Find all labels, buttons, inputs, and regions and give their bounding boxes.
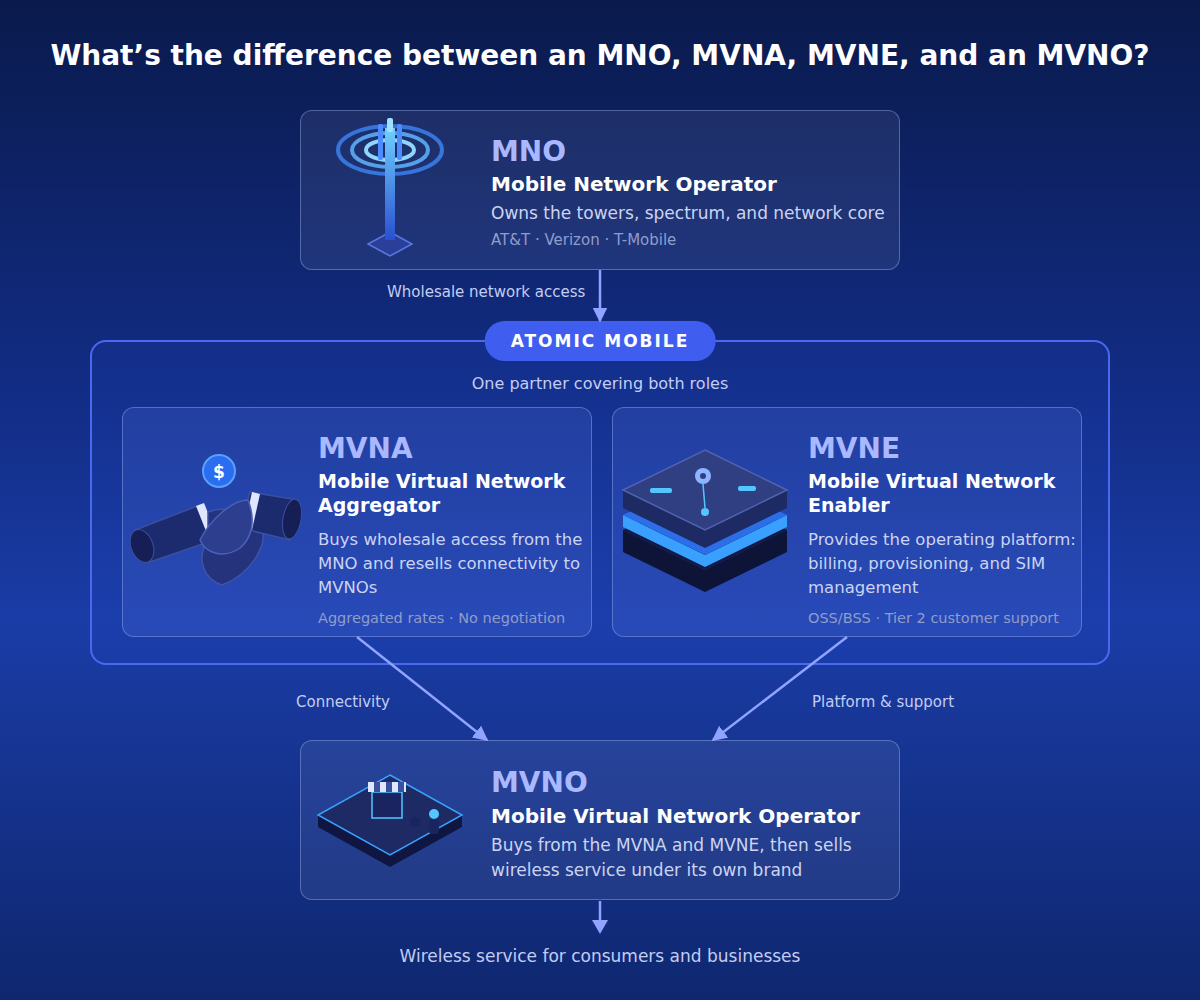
text-column: MVNO Mobile Virtual Network OperatorBuys … — [491, 766, 891, 883]
chip-top — [623, 450, 787, 530]
text-column: MVNEMobile Virtual Network EnablerProvid… — [808, 432, 1076, 629]
platform-chip-illustration — [623, 450, 787, 592]
node-note: Aggregated rates · No negotiation — [318, 607, 586, 629]
node-description: Buys wholesale access from the MNO and r… — [318, 528, 586, 600]
flow-arrow — [713, 637, 847, 740]
flow-arrow — [599, 270, 602, 321]
node-abbreviation: ATOMIC MOBILE — [485, 321, 716, 361]
person — [410, 817, 420, 827]
text-column: MVNAMobile Virtual Network AggregatorBuy… — [318, 432, 586, 629]
chip-node — [701, 508, 709, 516]
connector-label: Platform & support — [812, 693, 954, 711]
text-column: MNOMobile Network OperatorOwns the tower… — [491, 135, 931, 251]
tower-mast — [385, 128, 395, 240]
node-description: Buys from the MVNA and MVNE, then sells … — [491, 833, 891, 883]
antenna — [387, 118, 393, 132]
chip-trace — [650, 488, 672, 493]
arrow-line — [599, 901, 602, 922]
node-abbreviation: MVNO — [491, 766, 891, 800]
node-title: Mobile Virtual Network Aggregator — [318, 469, 586, 517]
coin — [203, 455, 235, 487]
person — [429, 809, 439, 819]
node-title: One partner covering both roles — [92, 374, 1108, 394]
antenna — [397, 124, 402, 160]
arrow-head — [592, 920, 608, 934]
person — [429, 820, 439, 834]
antenna — [378, 124, 383, 160]
node-abbreviation: MVNE — [808, 432, 1076, 466]
awning — [368, 782, 406, 792]
node-title: Mobile Virtual Network Enabler — [808, 469, 1076, 517]
node-description: Provides the operating platform: billing… — [808, 528, 1076, 600]
node-description: Owns the towers, spectrum, and network c… — [491, 201, 931, 225]
awning-stripe — [398, 782, 404, 792]
node-note: AT&T · Verizon · T-Mobile — [491, 229, 931, 251]
currency-symbol: $ — [205, 461, 233, 483]
output-caption: Wireless service for consumers and busin… — [0, 945, 1200, 967]
connector-label: Wholesale network access — [387, 283, 585, 301]
awning-stripe — [374, 782, 380, 792]
sleeve-end — [126, 526, 158, 565]
node-abbreviation: MVNA — [318, 432, 586, 466]
handshake-illustration — [126, 455, 304, 585]
node-title: Mobile Virtual Network Operator — [491, 803, 891, 829]
connector-label: Connectivity — [296, 693, 390, 711]
awning-stripe — [386, 782, 392, 792]
node-note: OSS/BSS · Tier 2 customer support — [808, 607, 1076, 629]
node-title: Mobile Network Operator — [491, 171, 931, 197]
tower-illustration — [338, 118, 442, 256]
flow-arrow — [357, 637, 487, 740]
gear — [695, 468, 711, 484]
chip-trace — [703, 484, 705, 508]
storefront — [372, 792, 402, 818]
node-abbreviation: MNO — [491, 135, 931, 169]
hand — [200, 500, 252, 554]
gear — [700, 473, 706, 479]
output-arrow — [592, 901, 608, 934]
phone-screen — [318, 775, 462, 855]
sleeve-end — [280, 498, 305, 541]
phone-store-illustration — [318, 775, 462, 867]
chip-trace — [738, 486, 756, 491]
diagram-title: What’s the difference between an MNO, MV… — [0, 38, 1200, 74]
